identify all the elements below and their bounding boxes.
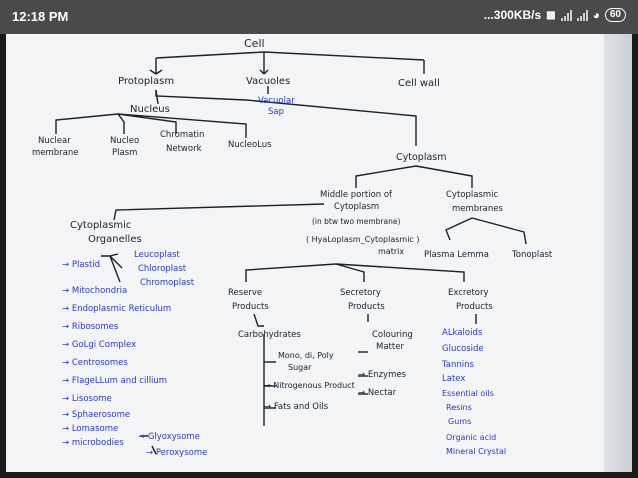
plastid-label: Plastid (71, 260, 101, 270)
node-excretory-line1: Excretory (448, 288, 489, 298)
node-tonoplast: Tonoplast (512, 250, 553, 260)
organelle-item: → GoLgi Complex (62, 340, 137, 350)
data-icon: ▩ (546, 9, 556, 21)
node-glyoxysome: → Glyoxysome (138, 432, 200, 442)
network-speed: ...300KB/s (483, 8, 542, 22)
node-vacuolar-sap-line2: Sap (268, 107, 284, 117)
node-secretory-line1: Secretory (340, 288, 381, 298)
node-nitrogenous: → Nitrogenous Product (264, 381, 355, 390)
node-chromatin-line1: Chromatin (160, 130, 205, 140)
node-colouring-line1: Colouring (372, 330, 413, 340)
excretory-item: Gums (448, 417, 472, 426)
status-time: 12:18 PM (12, 9, 69, 24)
organelle-item: → Endoplasmic Reticulum (62, 304, 172, 314)
node-excretory-line2: Products (456, 302, 493, 312)
organelle-item: → FlageLLum and cillium (62, 376, 168, 386)
node-cytoplasmic-membranes-line1: Cytoplasmic (446, 190, 499, 200)
node-nucleolus: NucleoLus (228, 140, 272, 150)
node-matrix: matrix (378, 247, 405, 256)
organelle-item: → Ribosomes (62, 322, 119, 332)
node-fats: → Fats and Oils (264, 402, 329, 412)
connector-lines (55, 51, 527, 455)
node-cytoplasmic-membranes-line2: membranes (452, 204, 503, 214)
node-leucoplast: Leucoplast (134, 250, 180, 260)
excretory-item: Organic acid (446, 433, 497, 442)
node-middle-portion-line1: Middle portion of (320, 190, 393, 200)
node-plastid: → Plastid (62, 260, 101, 270)
organelle-item: → Mitochondria (62, 286, 128, 296)
node-organelles-line1: Cytoplasmic (70, 220, 132, 231)
node-secretory-line2: Products (348, 302, 385, 312)
node-cell-wall: Cell wall (398, 78, 440, 89)
node-middle-portion-line3: (in btw two membrane) (312, 217, 401, 226)
battery-level: 60 (609, 9, 621, 20)
excretory-item: ALkaloids (442, 328, 483, 338)
signal-2-icon (576, 9, 588, 21)
node-nucleoplasm-line2: Plasm (112, 148, 138, 158)
board-edge (604, 34, 632, 472)
excretory-item: Resins (446, 403, 472, 412)
node-carbohydrates: Carbohydrates (238, 330, 301, 340)
node-organelles-line2: Organelles (88, 234, 142, 245)
organelle-item: → Lisosome (62, 394, 112, 404)
node-reserve-line1: Reserve (228, 288, 263, 298)
node-nuclear-membrane-line1: Nuclear (38, 136, 71, 146)
excretory-item: Mineral Crystal (446, 447, 507, 456)
node-cytoplasm: Cytoplasm (396, 152, 447, 163)
excretory-item: Glucoside (442, 344, 484, 354)
node-nucleus: Nucleus (130, 104, 170, 115)
node-colouring-line2: Matter (376, 342, 404, 352)
node-nectar: → Nectar (358, 388, 397, 398)
status-bar: 12:18 PM ...300KB/s ▩ ◕ 60 (0, 0, 638, 34)
node-peroxysome: → Peroxysome (146, 448, 208, 458)
excretory-item: Tannins (442, 360, 474, 370)
organelle-item: → microbodies (62, 438, 124, 448)
organelle-item: → Centrosomes (62, 358, 128, 368)
excretory-item: Essential oils (442, 389, 494, 398)
node-vacuolar-sap-line1: Vacuolar (258, 96, 295, 106)
node-middle-portion-line2: Cytoplasm (334, 202, 380, 212)
wifi-icon: ◕ (592, 8, 600, 22)
node-enzymes: → Enzymes (358, 370, 407, 380)
organelle-item: → Sphaerosome (62, 410, 131, 420)
signal-icon (560, 9, 572, 21)
node-chromatin-line2: Network (166, 144, 202, 154)
node-chromoplast: Chromoplast (140, 278, 195, 288)
organelle-item: → Lomasome (62, 424, 119, 434)
node-reserve-line2: Products (232, 302, 269, 312)
node-nuclear-membrane-line2: membrane (32, 148, 79, 158)
node-sugars-line2: Sugar (288, 363, 312, 372)
node-vacuoles: Vacuoles (246, 76, 291, 87)
node-hyaloplasm: ( HyaLoplasm_Cytoplasmic ) (306, 235, 420, 244)
node-cell: Cell (244, 37, 265, 50)
excretory-item: Latex (442, 374, 466, 384)
status-indicators: ...300KB/s ▩ ◕ 60 (484, 8, 626, 22)
battery-icon: 60 (604, 8, 626, 22)
node-plasma-lemma: Plasma Lemma (424, 250, 489, 260)
node-sugars-line1: Mono, di, Poly (278, 351, 334, 360)
node-chloroplast: Chloroplast (138, 264, 187, 274)
node-protoplasm: Protoplasm (118, 76, 175, 87)
node-nucleoplasm-line1: Nucleo (110, 136, 140, 146)
whiteboard: Cell Protoplasm Vacuoles Vacuolar Sap Ce… (6, 34, 632, 472)
